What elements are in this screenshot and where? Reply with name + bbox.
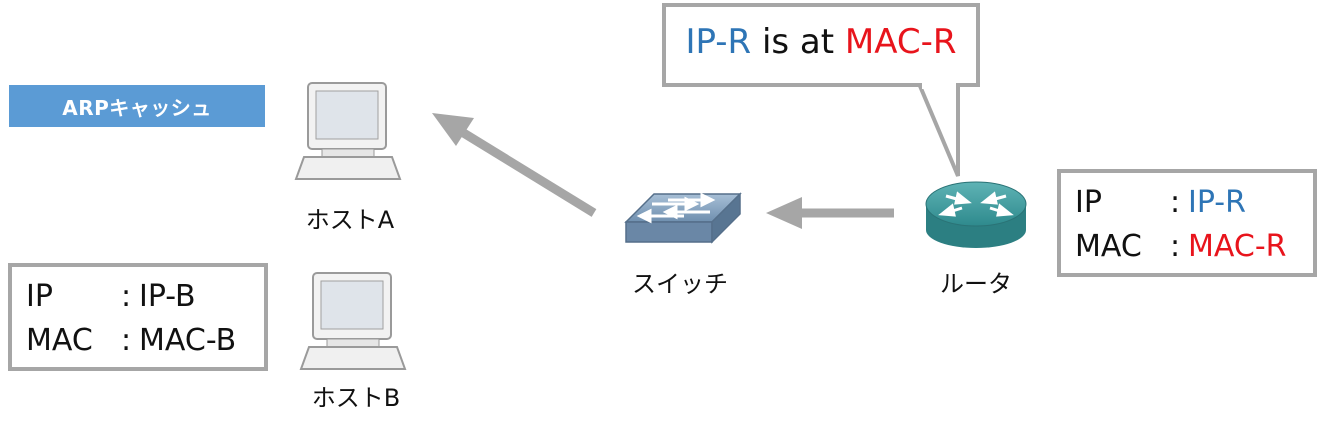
- arp-reply-bubble-bottom-left: [662, 83, 922, 87]
- arp-reply-mac: MAC-R: [844, 22, 957, 62]
- speech-bubble-tail: [916, 83, 960, 177]
- arrow-switch-to-host-a: [432, 113, 597, 217]
- host-b-mac-key: MAC: [26, 323, 93, 358]
- host-b-info-box: IP:IP-B MAC:MAC-B: [8, 263, 268, 371]
- arp-cache-label: ARPキャッシュ: [9, 85, 265, 127]
- switch-label: スイッチ: [632, 270, 728, 298]
- host-b-mac-value: MAC-B: [139, 323, 237, 358]
- host-b-mac-sep: :: [121, 323, 132, 358]
- arp-reply-ip: IP-R: [685, 22, 752, 62]
- router-ip-value: IP-R: [1188, 185, 1246, 220]
- host-b-ip-row: IP:IP-B: [26, 275, 250, 319]
- switch-icon: [624, 192, 742, 244]
- router-info-box: IP:IP-R MAC:MAC-R: [1057, 169, 1317, 277]
- router-mac-key: MAC: [1075, 229, 1142, 264]
- arp-reply-text: IP-R is at MAC-R: [666, 18, 976, 66]
- router-ip-sep: :: [1170, 185, 1181, 220]
- host-b-ip-value: IP-B: [139, 279, 196, 314]
- router-mac-value: MAC-R: [1188, 229, 1287, 264]
- computer-icon-host-b: [299, 272, 407, 370]
- router-mac-row: MAC:MAC-R: [1075, 225, 1299, 269]
- router-ip-row: IP:IP-R: [1075, 181, 1299, 225]
- host-b-label: ホストB: [311, 384, 401, 412]
- arrow-router-to-switch: [766, 197, 894, 229]
- router-icon: [925, 181, 1027, 248]
- arp-reply-bubble-bottom-right: [956, 83, 980, 87]
- host-b-ip-sep: :: [121, 279, 132, 314]
- host-b-mac-row: MAC:MAC-B: [26, 319, 250, 363]
- host-b-ip-key: IP: [26, 279, 53, 314]
- arp-reply-middle: is at: [751, 22, 845, 62]
- arp-reply-bubble: [662, 3, 980, 87]
- router-mac-sep: :: [1170, 229, 1181, 264]
- computer-icon-host-a: [294, 82, 402, 180]
- router-label: ルータ: [940, 270, 1012, 298]
- router-ip-key: IP: [1075, 185, 1102, 220]
- host-a-label: ホストA: [305, 206, 395, 234]
